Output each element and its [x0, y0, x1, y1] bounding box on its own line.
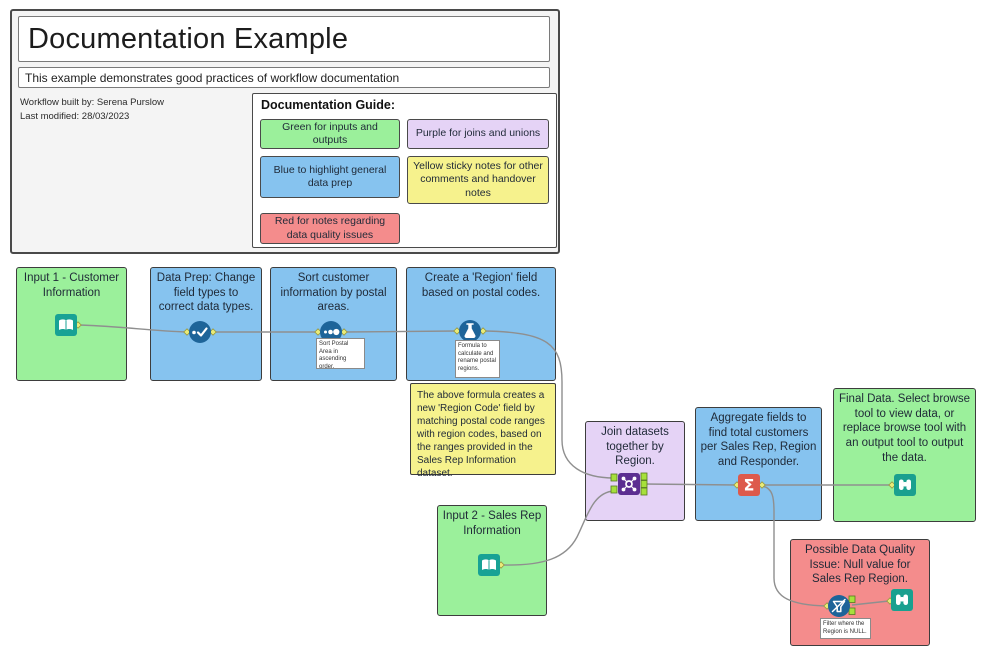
container-input-2[interactable]: Input 2 - Sales Rep Information	[437, 505, 547, 616]
formula-tool-annotation[interactable]: Formula to calculate and rename postal r…	[455, 340, 500, 378]
sticky-note-text: The above formula creates a new 'Region …	[417, 390, 545, 479]
container-caption: Input 1 - Customer Information	[23, 272, 120, 299]
header-container[interactable]: Documentation Example This example demon…	[10, 9, 560, 254]
page-title: Documentation Example	[28, 22, 349, 55]
guide-chip-yellow[interactable]: Yellow sticky notes for other comments a…	[407, 156, 549, 204]
container-caption: Input 2 - Sales Rep Information	[442, 510, 542, 537]
container-data-prep-select[interactable]: Data Prep: Change field types to correct…	[150, 267, 262, 381]
sort-tool-annotation[interactable]: Sort Postal Area in ascending order.	[316, 338, 365, 370]
documentation-guide[interactable]: Documentation Guide: Green for inputs an…	[252, 93, 557, 248]
filter-tool-annotation[interactable]: Filter where the Region is NULL.	[820, 618, 871, 639]
container-caption: Create a 'Region' field based on postal …	[421, 272, 541, 299]
annotation-text: Formula to calculate and rename postal r…	[458, 343, 497, 372]
container-caption: Aggregate fields to find total customers…	[700, 412, 817, 469]
container-caption: Possible Data Quality Issue: Null value …	[805, 544, 915, 586]
guide-chip-green[interactable]: Green for inputs and outputs	[260, 119, 400, 149]
container-summarize[interactable]: Aggregate fields to find total customers…	[695, 407, 822, 521]
guide-chip-red[interactable]: Red for notes regarding data quality iss…	[260, 213, 400, 244]
title-box[interactable]: Documentation Example	[18, 16, 550, 62]
container-caption: Sort customer information by postal area…	[280, 272, 387, 314]
page-subtitle: This example demonstrates good practices…	[25, 70, 400, 85]
guide-chip-label: Blue to highlight general data prep	[273, 163, 387, 189]
workflow-meta: Workflow built by: Serena Purslow Last m…	[20, 96, 164, 124]
guide-chip-label: Purple for joins and unions	[415, 127, 541, 140]
container-caption: Final Data. Select browse tool to view d…	[838, 393, 971, 464]
guide-title: Documentation Guide:	[261, 98, 396, 112]
guide-chip-purple[interactable]: Purple for joins and unions	[407, 119, 549, 149]
container-final-data[interactable]: Final Data. Select browse tool to view d…	[833, 388, 976, 522]
container-caption: Join datasets together by Region.	[601, 426, 669, 468]
guide-chip-label: Red for notes regarding data quality iss…	[274, 215, 386, 241]
container-caption: Data Prep: Change field types to correct…	[156, 272, 256, 314]
guide-chip-blue[interactable]: Blue to highlight general data prep	[260, 156, 400, 198]
annotation-text: Filter where the Region is NULL.	[823, 621, 867, 635]
container-join[interactable]: Join datasets together by Region.	[585, 421, 685, 521]
subtitle-box[interactable]: This example demonstrates good practices…	[18, 67, 550, 88]
last-modified-text: Last modified: 28/03/2023	[20, 110, 130, 122]
sticky-note-formula-explanation[interactable]: The above formula creates a new 'Region …	[410, 383, 556, 479]
annotation-text: Sort Postal Area in ascending order.	[319, 341, 349, 370]
guide-chip-label: Green for inputs and outputs	[282, 120, 378, 146]
built-by-text: Workflow built by: Serena Purslow	[20, 97, 164, 108]
container-input-1[interactable]: Input 1 - Customer Information	[16, 267, 127, 381]
guide-chip-label: Yellow sticky notes for other comments a…	[413, 160, 543, 199]
